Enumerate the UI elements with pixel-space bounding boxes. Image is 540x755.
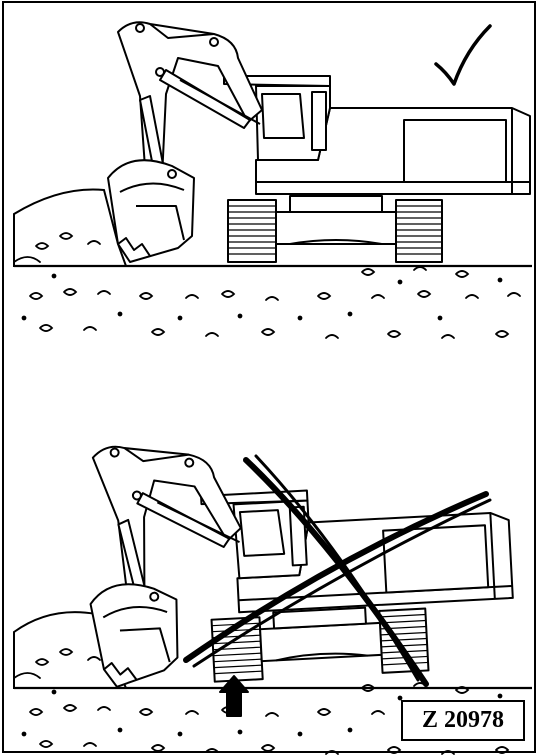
spoil-pile (14, 190, 126, 267)
excavator-incorrect (82, 426, 516, 688)
figure-code-label: Z 20978 (401, 700, 525, 741)
check-mark-icon (436, 26, 490, 84)
panel-correct (14, 22, 532, 338)
